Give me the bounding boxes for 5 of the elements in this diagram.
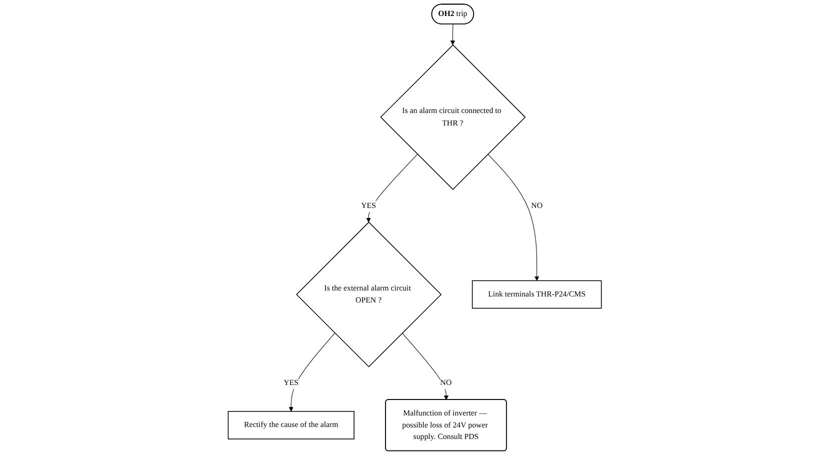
arrow <box>488 154 540 281</box>
arrow <box>289 332 336 412</box>
arrow <box>450 24 456 46</box>
arrow <box>402 332 449 400</box>
arrow <box>366 154 418 222</box>
